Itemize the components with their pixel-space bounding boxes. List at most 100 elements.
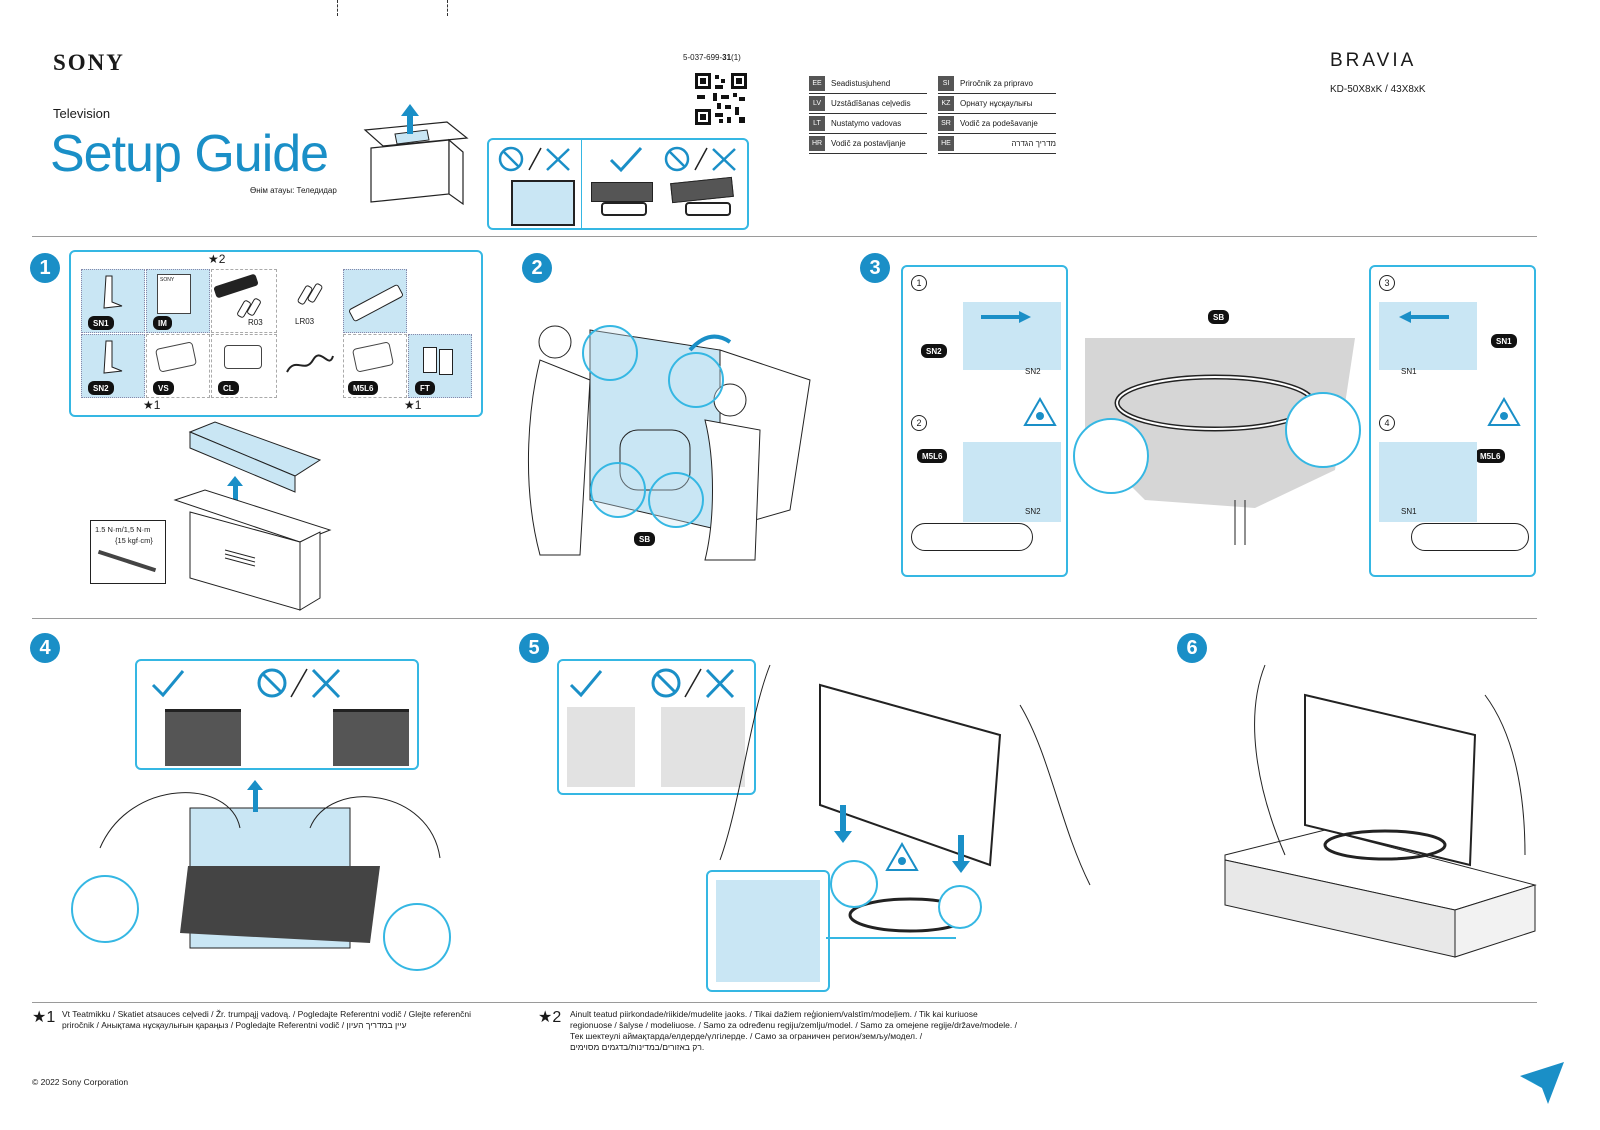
part-power-cord [279, 334, 341, 396]
tv-box-illustration [363, 104, 469, 206]
bracket-icon [103, 275, 123, 309]
note-star1: ★1 [404, 398, 422, 412]
divider-top [32, 236, 1537, 237]
caution-icon [1487, 396, 1521, 426]
remote-icon [213, 273, 259, 299]
sn1-label: SN1 [1491, 334, 1517, 348]
zoom-circle [938, 885, 982, 929]
unboxing-illustration [173, 421, 332, 611]
tv-stand-bad [685, 202, 731, 216]
panel-divider [581, 140, 582, 228]
part-m5l6: M5L6 [343, 334, 407, 398]
step-5-number: 5 [519, 633, 549, 663]
arrow-right-icon [981, 311, 1031, 323]
grip-edge-ok-illustration [165, 709, 241, 766]
sb-label: SB [634, 532, 656, 546]
zoom-circle [590, 462, 646, 518]
step-2-number: 2 [522, 253, 552, 283]
zoom-circle [383, 903, 451, 971]
screwdriver-icon [97, 549, 157, 573]
step-4-number: 4 [30, 633, 60, 663]
sn2-label: SN2 [921, 344, 947, 358]
screw-attach-illustration [1379, 442, 1477, 522]
zoom-circle [71, 875, 139, 943]
part-vs: VS [146, 334, 210, 398]
zoom-circle [668, 352, 724, 408]
divider-bottom [32, 1002, 1537, 1003]
part-sn1: SN1 [81, 269, 145, 333]
screwdriver-box: 1.5 N·m/1,5 N·m {15 kgf·cm} [90, 520, 166, 584]
check-icon [151, 670, 185, 698]
cable-holder-icon [224, 345, 262, 369]
remove-tv-illustration [527, 325, 811, 561]
substep-4: 4 [1379, 415, 1395, 431]
m5l6-label: M5L6 [1475, 449, 1506, 463]
stand-part-label: SN2 [1025, 367, 1041, 376]
zoom-circle [648, 472, 704, 528]
step-3-number: 3 [860, 253, 890, 283]
copyright: © 2022 Sony Corporation [32, 1077, 129, 1087]
bracket-icon [103, 340, 123, 374]
insert-bad-illustration [661, 707, 745, 787]
model-number: KD-50X8xK / 43X8xK [1330, 84, 1426, 95]
remote-icon [347, 283, 405, 323]
substep-3: 3 [1379, 275, 1395, 291]
sony-logo: SONY [53, 50, 125, 75]
stand-part-label: SN2 [1025, 507, 1041, 516]
bracket-attach-illustration [963, 302, 1061, 370]
sb-label: SB [1208, 310, 1230, 324]
zoom-circle [582, 325, 638, 381]
footnote-star2: Ainult teatud piirkondade/riikide/mudeli… [570, 1009, 1017, 1052]
stand-part-label: SN1 [1401, 367, 1417, 376]
screw-bag-icon [154, 341, 198, 373]
part-ft: FT [408, 334, 472, 398]
power-cord-icon [286, 354, 334, 373]
m5l6-label: M5L6 [917, 449, 948, 463]
page-title: Setup Guide [50, 125, 329, 183]
screw-attach-illustration [963, 442, 1061, 522]
product-category: Television [53, 106, 111, 121]
kz-subtitle: Өнім атауы: Теледидар [250, 186, 337, 195]
zoom-circle [1073, 418, 1149, 494]
footnote-star1-mark: ★1 [32, 1009, 56, 1026]
handling-caution-panel [487, 138, 749, 230]
insert-ok-illustration [567, 707, 635, 787]
manual-icon: SONY [157, 274, 191, 314]
part-sn2: SN2 [81, 334, 145, 398]
zoom-circle [1285, 392, 1361, 468]
check-icon [609, 146, 643, 173]
foot-icon [439, 349, 453, 375]
prohibited-icon [498, 146, 570, 172]
zoom-connector [826, 937, 956, 939]
step5-detail-panel [706, 870, 830, 992]
screen-pressing-illustration [511, 180, 575, 226]
note-star2: ★2 [208, 252, 226, 266]
document-code: 5-037-699-31(1) [683, 53, 741, 62]
qr-code[interactable] [695, 73, 747, 125]
fold-mark-right [447, 0, 448, 16]
fold-mark-left [337, 0, 338, 16]
step4-caution-panel [135, 659, 419, 770]
prohibited-icon-2 [664, 146, 736, 172]
check-icon [569, 670, 603, 698]
tv-on-stand-bad-illustration [670, 176, 734, 204]
bracket-attach-illustration [1379, 302, 1477, 370]
substep-1: 1 [911, 275, 927, 291]
part-remote-alt [343, 269, 407, 333]
press-screen-bad-illustration [333, 709, 409, 766]
step5-caution-panel [557, 659, 756, 795]
stand-part-label: SN1 [1401, 507, 1417, 516]
stand-detail-illustration [716, 880, 820, 982]
battery-icon [246, 297, 262, 317]
place-tv-on-table-illustration [1224, 664, 1537, 958]
step-1-number: 1 [30, 253, 60, 283]
part-remote-r03: R03 [211, 269, 277, 333]
footnote-star2-mark: ★2 [538, 1009, 562, 1026]
prohibited-icon [257, 668, 341, 699]
note-star1: ★1 [143, 398, 161, 412]
